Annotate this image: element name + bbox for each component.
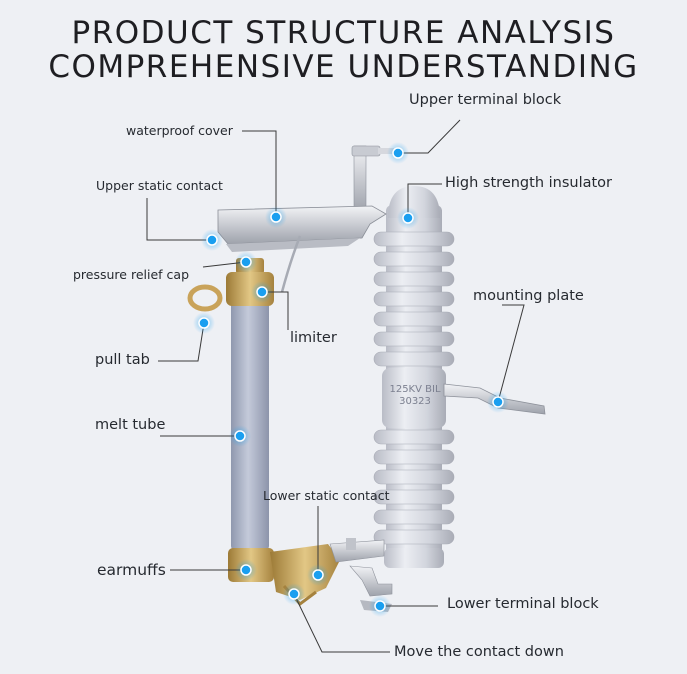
label-pull-tab: pull tab: [95, 352, 150, 368]
title-line-2: COMPREHENSIVE UNDERSTANDING: [48, 49, 639, 85]
label-move-contact-down: Move the contact down: [394, 644, 564, 660]
label-waterproof-cover: waterproof cover: [126, 123, 233, 138]
marker-move-contact-down: [283, 583, 305, 605]
label-high-strength-insulator: High strength insulator: [445, 175, 613, 191]
insulator-rating-text: 125KV BIL: [389, 384, 440, 395]
marker-lower-static-contact: [307, 564, 329, 586]
marker-limiter: [251, 281, 273, 303]
leader-lines: [146, 119, 525, 653]
label-limiter: limiter: [290, 330, 337, 346]
label-earmuffs: earmuffs: [97, 561, 166, 579]
high-strength-insulator: [373, 186, 455, 568]
marker-upper-static-contact: [201, 229, 223, 251]
marker-earmuffs: [235, 559, 257, 581]
marker-pressure-relief-cap: [235, 251, 257, 273]
insulator-serial-text: 30323: [399, 396, 431, 407]
marker-upper-terminal-block: [387, 142, 409, 164]
label-lower-terminal-block: Lower terminal block: [447, 596, 599, 612]
marker-melt-tube: [229, 425, 251, 447]
marker-waterproof-cover: [265, 206, 287, 228]
label-upper-static-contact: Upper static contact: [96, 178, 223, 193]
marker-dots: [193, 142, 509, 617]
title-line-1: PRODUCT STRUCTURE ANALYSIS: [71, 15, 616, 51]
upper-bracket: [217, 145, 394, 293]
marker-lower-terminal-block: [369, 595, 391, 617]
marker-high-strength-insulator: [397, 207, 419, 229]
label-melt-tube: melt tube: [95, 417, 166, 433]
label-pressure-relief-cap: pressure relief cap: [73, 267, 189, 282]
marker-pull-tab: [193, 312, 215, 334]
label-upper-terminal-block: Upper terminal block: [409, 92, 562, 108]
marker-mounting-plate: [487, 391, 509, 413]
label-mounting-plate: mounting plate: [473, 288, 584, 304]
label-lower-static-contact: Lower static contact: [263, 488, 390, 503]
